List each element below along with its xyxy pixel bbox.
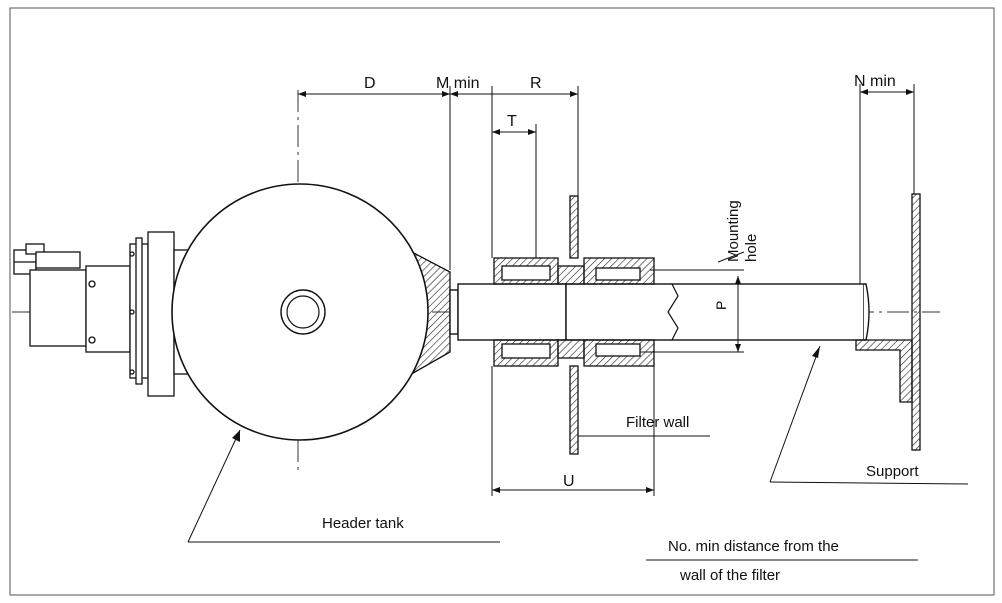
leader-arrow-support [812, 346, 820, 358]
header-tank [171, 183, 451, 441]
label-support: Support [866, 463, 919, 480]
dim-label-p: P [713, 301, 729, 310]
label-hole: hole [743, 234, 760, 262]
dim-label-t: T [507, 113, 517, 130]
support [855, 193, 921, 451]
note-line-1: No. min distance from the [668, 538, 839, 555]
label-header-tank: Header tank [322, 515, 404, 532]
note-line-2: wall of the filter [679, 567, 780, 584]
label-filter-wall: Filter wall [626, 414, 689, 431]
mounting-flange [147, 231, 175, 397]
support-bracket [855, 339, 913, 403]
solenoid-coil [29, 269, 87, 347]
dimension-arrows [298, 89, 914, 493]
blowpipe [449, 283, 870, 341]
drawing-frame [9, 7, 995, 596]
dim-label-m-min: M min [436, 75, 480, 92]
pipe-inner-section [457, 283, 567, 341]
filter-wall [569, 195, 579, 455]
coupling-assembly [493, 257, 655, 367]
leader-lines [187, 345, 969, 561]
label-mounting: Mounting [725, 200, 742, 262]
dim-label-u: U [563, 473, 575, 490]
support-wall [911, 193, 921, 451]
pipe-main [565, 283, 865, 341]
leader-arrow-tank [232, 430, 240, 442]
break-mark [667, 283, 679, 341]
dim-label-n-min: N min [854, 73, 896, 90]
dim-label-d: D [364, 75, 376, 92]
tank-inlet-inner [286, 295, 320, 329]
solenoid-valve [13, 231, 193, 397]
dimension-lines [298, 84, 915, 496]
dim-label-r: R [530, 75, 542, 92]
